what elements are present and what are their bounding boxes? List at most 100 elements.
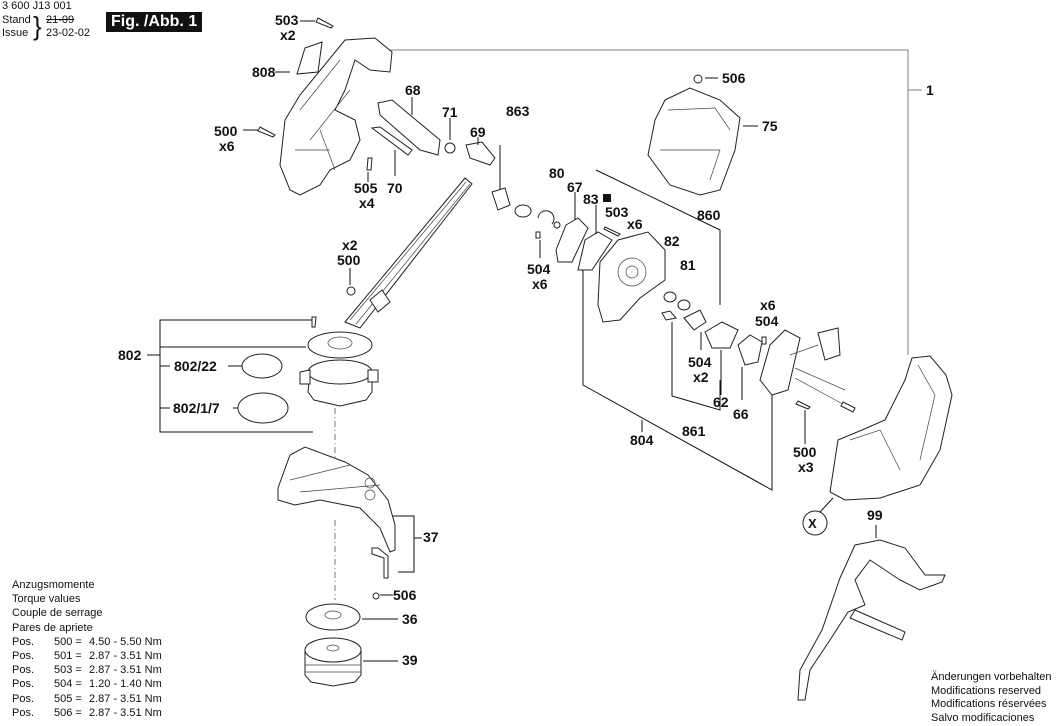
- callout-500-left-qty: x6: [219, 138, 235, 154]
- part-number: 3 600 J13 001: [2, 0, 72, 12]
- callout-861: 861: [682, 423, 706, 439]
- callout-39: 39: [402, 652, 418, 668]
- x-circle: [802, 510, 828, 536]
- screw-500: [257, 126, 276, 138]
- callout-99: 99: [867, 507, 883, 523]
- callout-802-1-7: 802/1/7: [173, 400, 220, 416]
- callout-504-left-qty: x6: [532, 276, 548, 292]
- torque-row: Pos.504 =1.20 - 1.40 Nm: [12, 677, 162, 691]
- callout-860: 860: [697, 207, 721, 223]
- callout-504-right: 504: [755, 313, 779, 329]
- callout-66: 66: [733, 406, 749, 422]
- disc-36: [305, 603, 361, 631]
- torque-value: 2.87 - 3.51 Nm: [89, 664, 162, 677]
- rear-housing-part: [829, 355, 953, 501]
- stand-label: Stand: [2, 14, 31, 26]
- kit-804-bracket: [582, 378, 773, 491]
- gearbox-part: [597, 231, 666, 323]
- issue-label: Issue: [2, 27, 29, 39]
- gear-863: [491, 187, 511, 211]
- label-plate-808: [296, 41, 323, 75]
- note-de: Änderungen vorbehalten: [931, 671, 1052, 683]
- marker-square-icon: [603, 194, 611, 202]
- callout-503-mid-qty: x6: [627, 216, 643, 232]
- o-ring-802-1-7: [237, 392, 289, 424]
- callout-x: X: [808, 516, 817, 531]
- part-67: [555, 217, 589, 263]
- torque-row: Pos.500 =4.50 - 5.50 Nm: [12, 635, 162, 649]
- callout-67: 67: [567, 179, 583, 195]
- callout-68: 68: [405, 82, 421, 98]
- screw-503: [315, 17, 334, 29]
- callout-504-right-qty: x6: [760, 297, 776, 313]
- clip-863: [537, 210, 555, 225]
- spool-39: [304, 637, 362, 687]
- callout-504-center: 504: [688, 354, 712, 370]
- callout-81: 81: [680, 257, 696, 273]
- o-ring-802-22: [241, 353, 283, 379]
- torque-title-fr: Couple de serrage: [12, 607, 103, 620]
- shoulder-strap-99: [797, 539, 946, 701]
- callout-71: 71: [442, 104, 458, 120]
- board-861: [683, 309, 707, 331]
- callout-70: 70: [387, 180, 403, 196]
- callout-69: 69: [470, 124, 486, 140]
- note-es: Salvo modificaciones: [931, 711, 1035, 724]
- brace-icon: }: [33, 11, 42, 41]
- torque-pos: 506 =: [54, 706, 82, 719]
- part-69: [465, 141, 496, 166]
- callout-500-left: 500: [214, 123, 238, 139]
- callout-500-mid-qty: x2: [342, 237, 358, 253]
- motor-part: [299, 331, 379, 407]
- torque-prefix: Pos.: [12, 692, 35, 705]
- torque-title-es: Pares de apriete: [12, 621, 93, 634]
- switch-68: [377, 99, 441, 156]
- callout-802: 802: [118, 347, 142, 363]
- callout-808: 808: [252, 64, 276, 80]
- screw-503-mid: [603, 226, 621, 237]
- spring-71: [444, 142, 456, 154]
- callout-36: 36: [402, 611, 418, 627]
- callout-500-right-qty: x3: [798, 459, 814, 475]
- callout-1: 1: [926, 82, 934, 98]
- callout-80: 80: [549, 165, 565, 181]
- cover-66: [737, 334, 763, 366]
- callout-506-bottom: 506: [393, 587, 417, 603]
- screw-504-right: [761, 336, 767, 345]
- screw-506-top: [693, 74, 703, 84]
- sensor-861: [661, 310, 677, 321]
- guard-37: [277, 446, 396, 553]
- callout-802-22: 802/22: [174, 358, 217, 374]
- torque-value: 2.87 - 3.51 Nm: [89, 692, 162, 705]
- bearing-82: [663, 291, 677, 303]
- cable-shaft: [344, 177, 473, 329]
- callout-500-right: 500: [793, 444, 817, 460]
- torque-value: 4.50 - 5.50 Nm: [89, 635, 162, 648]
- callout-504-left: 504: [527, 261, 551, 277]
- callout-504-center-qty: x2: [693, 369, 709, 385]
- torque-prefix: Pos.: [12, 664, 35, 677]
- callout-503-top: 503: [275, 12, 299, 28]
- callout-500-mid: 500: [337, 252, 361, 268]
- issue-date-text: 23-02-02: [46, 27, 91, 39]
- kit-861-bracket: [671, 322, 721, 411]
- issue-date: 23-02-02: [46, 27, 90, 40]
- callout-506-top: 506: [722, 70, 746, 86]
- screw-505: [366, 157, 373, 171]
- torque-row: Pos.501 =2.87 - 3.51 Nm: [12, 649, 162, 663]
- torque-pos: 505 =: [54, 692, 82, 705]
- torque-row: Pos.506 =2.87 - 3.51 Nm: [12, 706, 162, 720]
- callout-82: 82: [664, 233, 680, 249]
- kit-802-bracket: [159, 319, 313, 433]
- electronics-module: [759, 327, 856, 413]
- torque-pos: 503 =: [54, 664, 82, 677]
- callout-505: 505: [354, 180, 378, 196]
- screw-504-left: [535, 231, 541, 239]
- callout-804: 804: [630, 432, 654, 448]
- bearing-863: [514, 204, 532, 218]
- gasket-62: [704, 321, 739, 349]
- battery-cover-75: [647, 87, 741, 196]
- screw-506-bottom: [372, 592, 380, 600]
- torque-prefix: Pos.: [12, 650, 35, 663]
